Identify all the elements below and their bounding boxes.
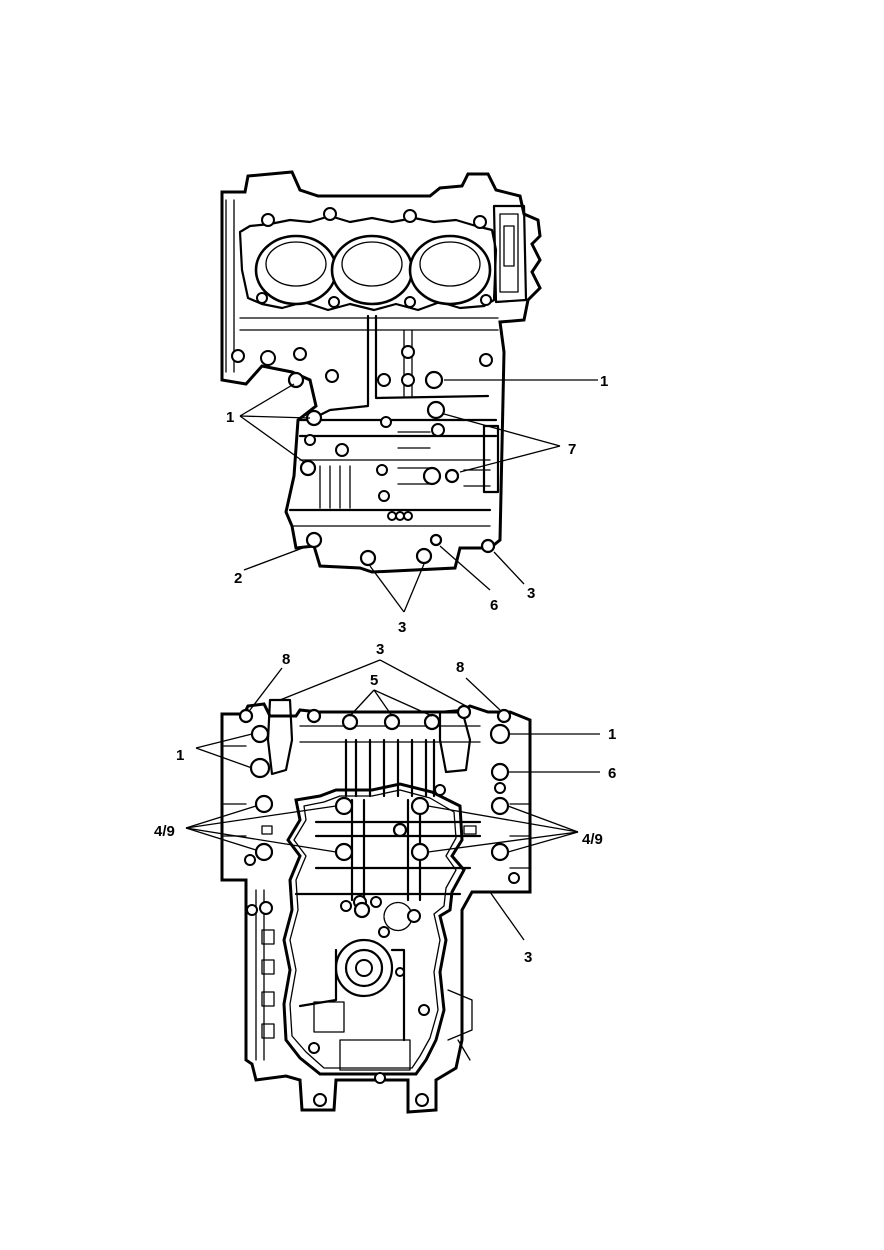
callout-6-upper: 6: [490, 597, 498, 614]
callout-3-lower: 3: [524, 949, 532, 966]
upper-leader-lines: [239, 379, 598, 613]
callout-1-lower-left: 1: [176, 747, 184, 764]
callout-5-lower: 5: [370, 672, 378, 689]
callout-3-lower-top: 3: [376, 641, 384, 658]
callout-3-upper-right: 3: [527, 585, 535, 602]
lower-crankcase: [220, 698, 532, 1114]
callout-1-upper-left: 1: [226, 409, 234, 426]
callout-6-lower: 6: [608, 765, 616, 782]
upper-crankcase: [220, 170, 542, 574]
callout-2-upper: 2: [234, 570, 242, 587]
callout-1-lower-right: 1: [608, 726, 616, 743]
callout-3-upper-bottom: 3: [398, 619, 406, 636]
lower-callout-labels: 8 3 8 5 1 1 6 4/9 4/9 3: [154, 641, 616, 966]
callout-8-lower-left: 8: [282, 651, 290, 668]
callout-7-upper: 7: [568, 441, 576, 458]
callout-8-lower-right: 8: [456, 659, 464, 676]
callout-4-9-lower-right: 4/9: [582, 831, 603, 848]
lower-leader-lines: [185, 659, 600, 941]
upper-callout-labels: 1 1 7 2 6 3 3: [226, 373, 608, 636]
callout-4-9-lower-left: 4/9: [154, 823, 175, 840]
callout-1-upper-right: 1: [600, 373, 608, 390]
